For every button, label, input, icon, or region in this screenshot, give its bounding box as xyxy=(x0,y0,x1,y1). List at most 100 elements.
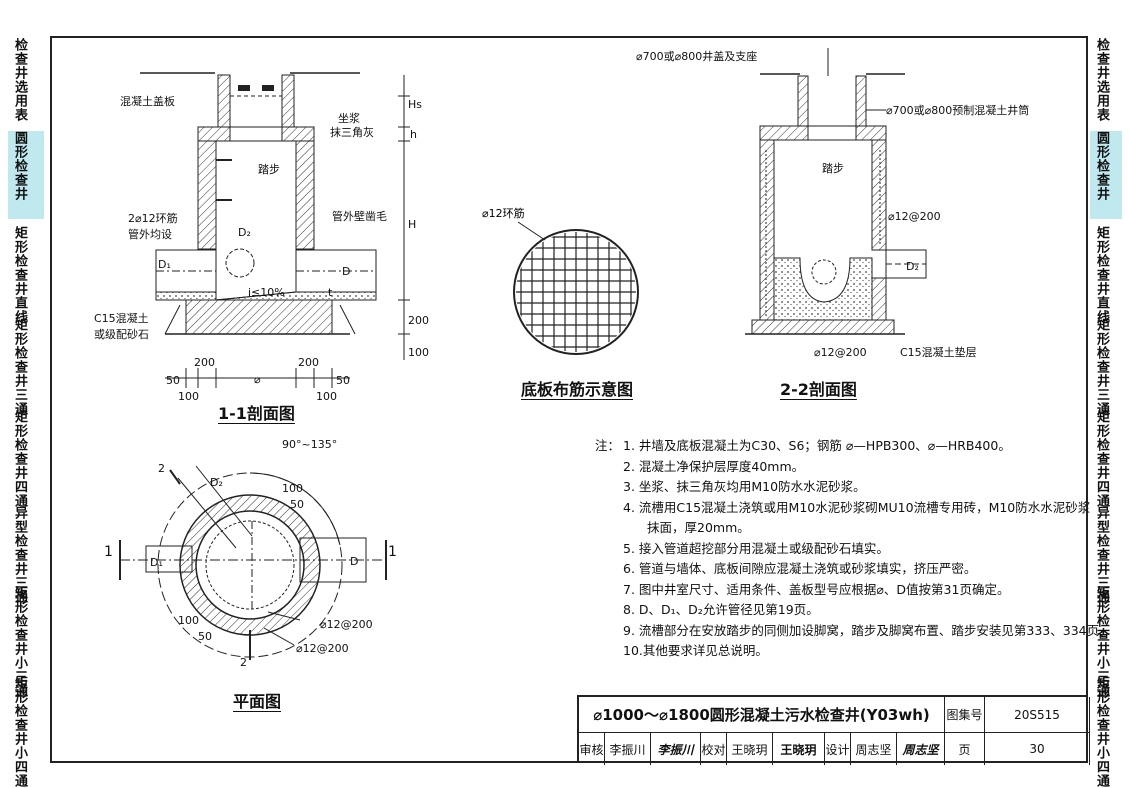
label-tube: ⌀700或⌀800预制混凝土井筒 xyxy=(886,103,1029,117)
dim-50-left: 50 xyxy=(166,374,180,387)
label-rough: 管外壁凿毛 xyxy=(332,209,387,223)
label-slope: i≤10% xyxy=(248,286,285,299)
dim-100-v: 100 xyxy=(408,346,429,359)
right-tab-3[interactable]: 矩形检查井三通 xyxy=(1094,318,1109,416)
section-mark-2-bottom: 2 xyxy=(240,656,247,669)
dim-plan-100-bottom: 100 xyxy=(178,614,199,627)
label-triangle: 抹三角灰 xyxy=(330,125,374,139)
right-tab-2[interactable]: 矩形检查井直线 xyxy=(1094,226,1109,324)
review-signature: 李振川 xyxy=(651,733,701,765)
check-name: 王晓玥 xyxy=(727,733,773,765)
dim-plan-50-top: 50 xyxy=(290,498,304,511)
check-signature: 王晓玥 xyxy=(773,733,825,765)
note-item: 抹面，厚20mm。 xyxy=(647,520,750,535)
right-tab-5[interactable]: 异型检查井三通 xyxy=(1094,506,1109,604)
page-number: 30 xyxy=(985,733,1090,765)
label-cover: ⌀700或⌀800井盖及支座 xyxy=(636,49,757,63)
note-item: 8. D、D₁、D₂允许管径见第19页。 xyxy=(623,602,819,617)
label-cushion: C15混凝土垫层 xyxy=(900,345,977,359)
dim-50-right: 50 xyxy=(336,374,350,387)
note-item: 1. 井墙及底板混凝土为C30、S6；钢筋 ⌀—HPB300、⌀—HRB400。 xyxy=(623,438,1011,453)
dim-200-v: 200 xyxy=(408,314,429,327)
section-1-1 xyxy=(140,72,410,388)
review-name: 李振川 xyxy=(605,733,651,765)
base-plate-rebar xyxy=(513,221,639,355)
note-item: 3. 坐浆、抹三角灰均用M10防水水泥砂浆。 xyxy=(623,479,866,494)
label-step-22: 踏步 xyxy=(822,161,844,175)
dim-100-left: 100 xyxy=(178,390,199,403)
label-plan-D: D xyxy=(350,555,358,568)
note-item: 4. 流槽用C15混凝土浇筑或用M10水泥砂浆砌MU10流槽专用砖，M10防水水… xyxy=(623,499,1091,515)
atlas-number: 20S515 xyxy=(985,697,1090,733)
label-h: h xyxy=(410,128,417,141)
notes-title: 注： xyxy=(595,438,621,453)
right-tab-7[interactable]: 矩形检查井小四通 xyxy=(1094,676,1109,788)
review-label: 审核 xyxy=(579,733,605,765)
label-plan-rebar-2: ⌀12@200 xyxy=(296,642,349,655)
label-rebar-22: ⌀12@200 xyxy=(888,210,941,223)
left-tab-6[interactable]: 矩形检查井小三通 xyxy=(12,586,27,698)
section-2-2 xyxy=(745,48,927,335)
left-tab-highlight xyxy=(8,131,44,219)
label-step-11: 踏步 xyxy=(258,162,280,176)
section-mark-1-left: 1 xyxy=(104,544,113,560)
design-signature: 周志坚 xyxy=(897,733,945,765)
plan-view xyxy=(119,465,390,660)
label-D2: D₂ xyxy=(238,226,251,239)
right-tab-1[interactable]: 圆形检查井 xyxy=(1094,131,1109,201)
page-label: 页 xyxy=(945,733,985,765)
caption-section-2-2: 2-2剖面图 xyxy=(780,380,857,399)
note-item: 5. 接入管道超挖部分用混凝土或级配砂石填实。 xyxy=(623,540,889,556)
label-ring-2: 管外均设 xyxy=(128,227,172,241)
left-tab-1[interactable]: 圆形检查井 xyxy=(12,131,27,201)
dim-200-right: 200 xyxy=(298,356,319,369)
right-tab-highlight xyxy=(1090,131,1122,219)
drawing-frame xyxy=(50,36,1088,763)
caption-plate: 底板布筋示意图 xyxy=(521,380,634,399)
left-tab-2[interactable]: 矩形检查井直线 xyxy=(12,226,27,324)
left-tab-7[interactable]: 矩形检查井小四通 xyxy=(12,676,27,788)
label-D: D xyxy=(342,265,350,278)
title-block-title: ⌀1000～⌀1800圆形混凝土污水检查井(Y03wh) xyxy=(579,697,945,733)
dim-phi: ⌀ xyxy=(254,373,261,386)
left-tab-3[interactable]: 矩形检查井三通 xyxy=(12,318,27,416)
left-tab-0[interactable]: 检查井选用表 xyxy=(12,38,27,122)
caption-plan: 平面图 xyxy=(233,692,282,711)
label-base-sand: 或级配砂石 xyxy=(94,328,149,341)
label-mortar: 坐浆 xyxy=(338,111,360,125)
label-rebar-22b: ⌀12@200 xyxy=(814,346,867,359)
left-tab-4[interactable]: 矩形检查井四通 xyxy=(12,410,27,508)
label-D1: D₁ xyxy=(158,258,171,271)
dim-100-right: 100 xyxy=(316,390,337,403)
right-tab-6[interactable]: 矩形检查井小三通 xyxy=(1094,586,1109,698)
atlas-label: 图集号 xyxy=(945,697,985,733)
design-label: 设计 xyxy=(825,733,851,765)
label-plan-rebar-1: ⌀12@200 xyxy=(320,618,373,631)
label-base-c15: C15混凝土 xyxy=(94,311,149,325)
title-block: ⌀1000～⌀1800圆形混凝土污水检查井(Y03wh) 图集号 20S515 … xyxy=(577,695,1090,765)
note-item: 2. 混凝土净保护层厚度40mm。 xyxy=(623,458,805,474)
label-plan-D2: D₂ xyxy=(210,476,223,489)
dim-200-left: 200 xyxy=(194,356,215,369)
label-D2-22: D₂ xyxy=(906,260,919,273)
dim-plan-50-bottom: 50 xyxy=(198,630,212,643)
note-item: 7. 图中井室尺寸、适用条件、盖板型号应根据⌀、D值按第31页确定。 xyxy=(623,581,1010,597)
caption-section-1-1: 1-1剖面图 xyxy=(218,404,295,423)
section-mark-2-top: 2 xyxy=(158,462,165,475)
note-item: 10.其他要求详见总说明。 xyxy=(623,643,768,658)
dim-plan-100-top: 100 xyxy=(282,482,303,495)
left-tab-5[interactable]: 异型检查井三通 xyxy=(12,506,27,604)
design-name: 周志坚 xyxy=(851,733,897,765)
right-tab-0[interactable]: 检查井选用表 xyxy=(1094,38,1109,122)
note-item: 6. 管道与墙体、底板间隙应混凝土浇筑或砂浆填实，挤压严密。 xyxy=(623,561,977,576)
label-t: t xyxy=(328,286,333,299)
label-hs: Hs xyxy=(408,98,422,111)
label-slab: 混凝土盖板 xyxy=(120,94,175,108)
check-label: 校对 xyxy=(701,733,727,765)
section-mark-1-right: 1 xyxy=(388,544,397,560)
right-tab-4[interactable]: 矩形检查井四通 xyxy=(1094,410,1109,508)
label-H: H xyxy=(408,218,416,231)
label-angle: 90°~135° xyxy=(282,438,337,451)
